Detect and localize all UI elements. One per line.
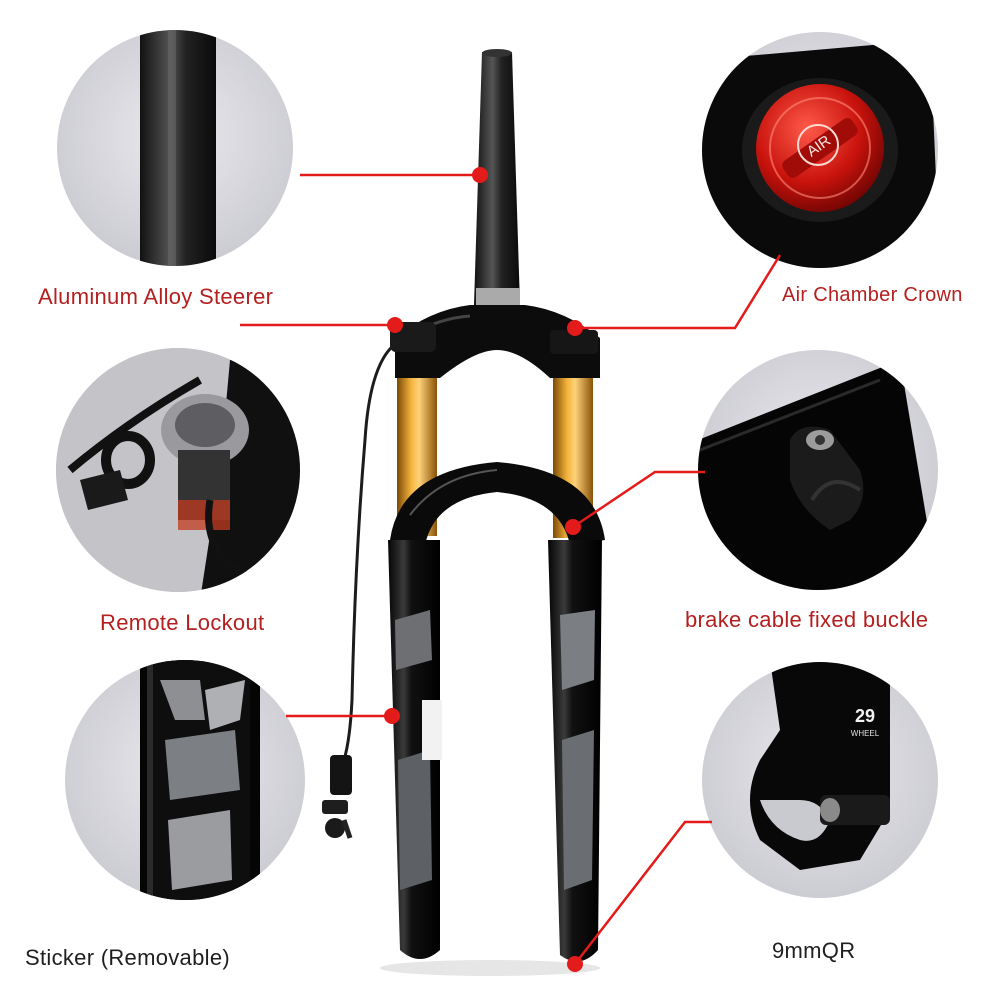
air-chamber-closeup: AIR — [702, 32, 938, 268]
dot-air-chamber — [567, 320, 583, 336]
dot-remote-lockout — [387, 317, 403, 333]
callout-dots — [384, 167, 583, 972]
wheel-word-text: WHEEL — [851, 729, 880, 738]
label-brake-buckle: brake cable fixed buckle — [685, 607, 929, 632]
sticker-closeup — [65, 660, 305, 900]
remote-lockout-closeup — [56, 348, 300, 592]
dropout-closeup: 29 WHEEL — [702, 662, 938, 898]
callout-air-chamber — [575, 254, 782, 330]
label-steerer: Aluminum Alloy Steerer — [38, 284, 274, 309]
brake-buckle-closeup — [698, 350, 938, 590]
label-sticker: Sticker (Removable) — [25, 945, 230, 970]
callout-lines — [240, 173, 782, 965]
label-qr: 9mmQR — [772, 938, 856, 963]
wheel-size-text: 29 — [855, 706, 875, 726]
label-air-chamber: Air Chamber Crown — [782, 284, 963, 306]
suspension-fork — [322, 49, 605, 976]
steerer-closeup — [57, 30, 293, 266]
label-remote-lockout: Remote Lockout — [100, 610, 265, 635]
dot-steerer — [472, 167, 488, 183]
dot-brake-buckle — [565, 519, 581, 535]
callout-qr — [574, 820, 712, 965]
dot-sticker — [384, 708, 400, 724]
callout-brake-buckle — [572, 470, 705, 529]
dot-qr — [567, 956, 583, 972]
